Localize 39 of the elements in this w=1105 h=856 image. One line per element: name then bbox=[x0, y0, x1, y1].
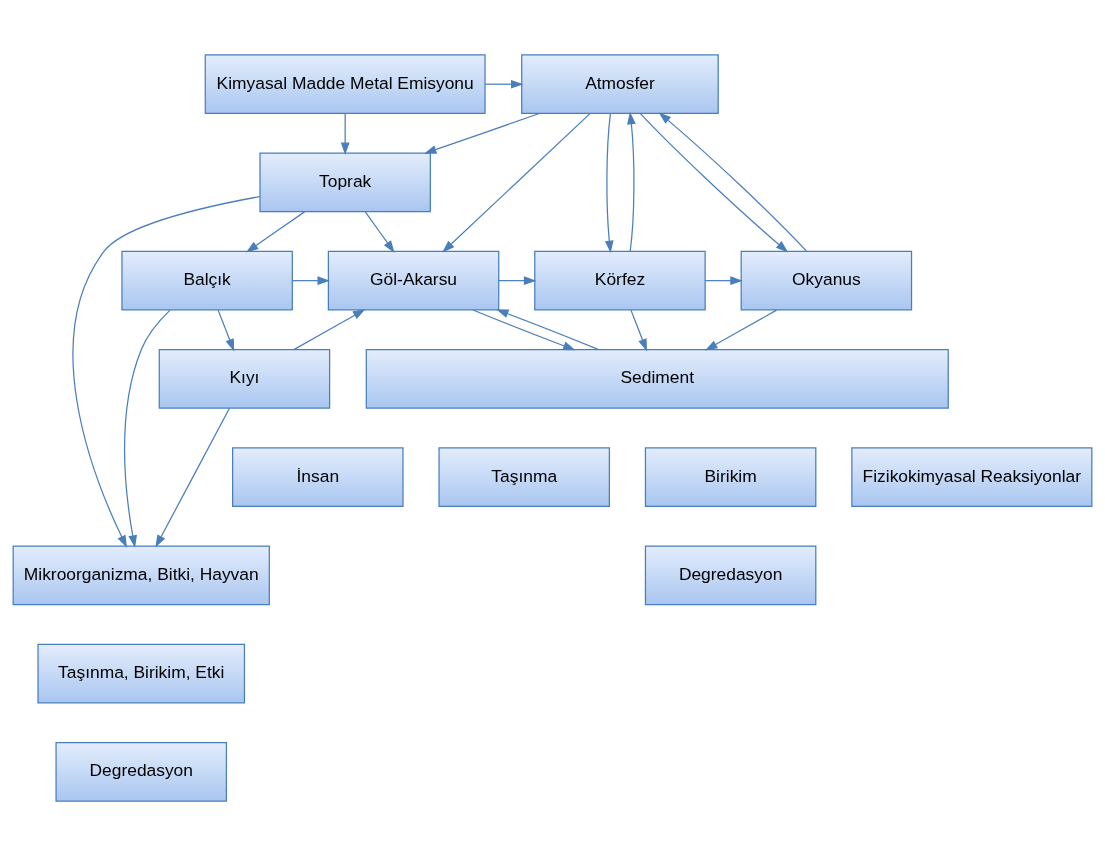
node-box: Göl-Akarsu bbox=[327, 250, 500, 311]
arrow bbox=[155, 407, 231, 548]
arrow bbox=[72, 195, 261, 548]
arrow bbox=[123, 309, 171, 548]
arrow bbox=[630, 309, 648, 352]
arrow bbox=[364, 211, 395, 253]
node-box: Körfez bbox=[534, 250, 706, 311]
node-box: Taşınma, Birikim, Etki bbox=[37, 643, 246, 704]
arrow bbox=[292, 276, 330, 285]
node-box: Kıyı bbox=[158, 349, 331, 409]
arrow bbox=[604, 113, 614, 254]
arrow bbox=[472, 309, 576, 351]
node-box: Fizikokimyasal Reaksiyonlar bbox=[851, 447, 1093, 507]
arrow bbox=[484, 79, 524, 89]
node-box: İnsan bbox=[232, 447, 404, 507]
arrow bbox=[639, 113, 789, 253]
arrow bbox=[627, 111, 636, 252]
arrow bbox=[705, 309, 778, 351]
arrow bbox=[340, 113, 350, 156]
node-box: Taşınma bbox=[438, 447, 610, 507]
arrow bbox=[658, 112, 808, 252]
arrow bbox=[498, 276, 537, 285]
node-box: Okyanus bbox=[740, 250, 913, 311]
node-box: Toprak bbox=[259, 152, 431, 213]
node-box: Degredasyon bbox=[55, 741, 228, 802]
node-box: Sediment bbox=[365, 349, 949, 409]
arrow bbox=[293, 309, 366, 351]
arrow bbox=[442, 113, 591, 253]
arrow bbox=[496, 309, 600, 351]
node-box: Atmosfer bbox=[521, 54, 719, 115]
node-box: Balçık bbox=[121, 250, 293, 311]
node-box: Mikroorganizma, Bitki, Hayvan bbox=[12, 545, 270, 606]
node-box: Kimyasal Madde Metal Emisyonu bbox=[204, 54, 486, 115]
arrow bbox=[704, 276, 743, 285]
arrow bbox=[245, 211, 306, 253]
arrow bbox=[423, 112, 540, 154]
node-box: Birikim bbox=[644, 447, 817, 507]
arrow bbox=[217, 309, 235, 352]
node-box: Degredasyon bbox=[644, 545, 817, 606]
